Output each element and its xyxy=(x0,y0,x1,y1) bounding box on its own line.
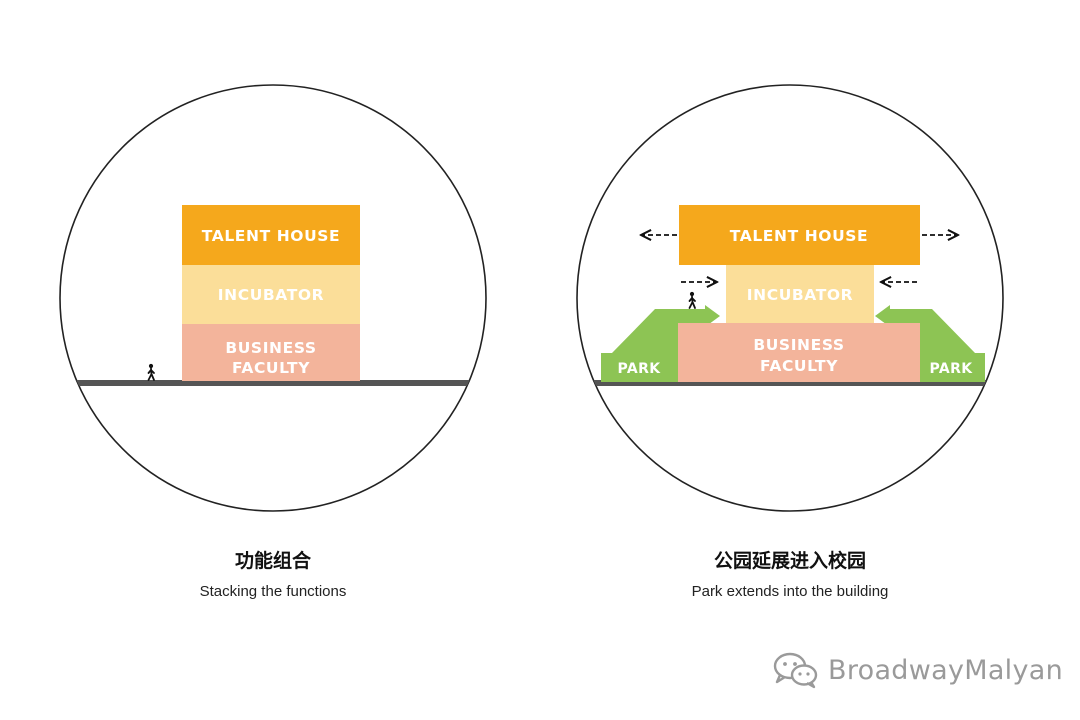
left-incubator-block xyxy=(182,265,360,324)
left-business-label: BUSINESS xyxy=(225,339,316,357)
right-ground-line xyxy=(577,380,1003,386)
right-talent-house-block xyxy=(679,205,920,265)
left-panel: TALENT HOUSE INCUBATOR BUSINESS FACULTY xyxy=(59,84,487,512)
left-talent-house-label: TALENT HOUSE xyxy=(202,227,340,245)
right-incubator-block xyxy=(726,265,874,323)
park-left-label: PARK xyxy=(617,361,661,377)
right-business-faculty-block xyxy=(678,323,920,382)
left-caption-cn: 功能组合 xyxy=(234,550,311,572)
left-ground-line xyxy=(60,380,486,386)
park-left-shape xyxy=(601,305,720,382)
park-right-shape xyxy=(875,305,985,382)
left-incubator-label: INCUBATOR xyxy=(218,286,324,304)
right-circle xyxy=(576,84,1004,512)
right-incubator-label: INCUBATOR xyxy=(747,286,853,304)
left-person-icon xyxy=(147,363,155,381)
watermark-text: BroadwayMalyan xyxy=(828,654,1064,686)
watermark: BroadwayMalyan xyxy=(772,650,1063,690)
right-talent-house-label: TALENT HOUSE xyxy=(730,227,868,245)
left-caption-en: Stacking the functions xyxy=(199,583,347,600)
park-right-label: PARK xyxy=(929,361,973,377)
left-business-faculty-block xyxy=(182,324,360,381)
right-caption-en: Park extends into the building xyxy=(691,583,889,600)
right-caption-cn: 公园延展进入校园 xyxy=(713,550,866,572)
right-business-label: BUSINESS xyxy=(753,336,844,354)
left-talent-house-block xyxy=(182,205,360,265)
right-person-icon xyxy=(688,291,696,309)
left-circle xyxy=(59,84,487,512)
left-faculty-label: FACULTY xyxy=(232,359,310,377)
right-panel: TALENT HOUSE INCUBATOR BUSINESS FACULTY … xyxy=(576,84,1004,512)
right-faculty-label: FACULTY xyxy=(760,357,838,375)
wechat-icon xyxy=(773,652,818,689)
